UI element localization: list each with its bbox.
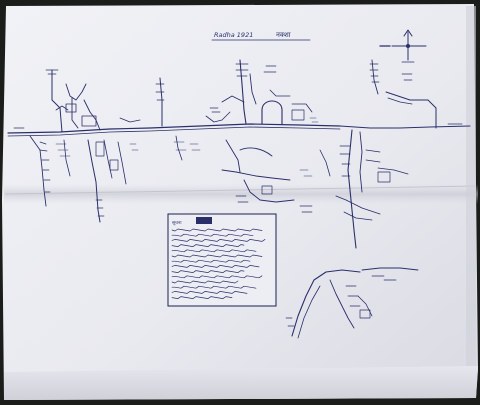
map-title-devanagari: नक्शा xyxy=(276,31,291,39)
legend-line xyxy=(171,275,263,279)
fold-crease xyxy=(5,185,477,195)
south-road xyxy=(285,267,419,339)
north-spur-road xyxy=(155,77,187,161)
right-settlement xyxy=(299,59,437,249)
legend-line xyxy=(171,291,248,294)
central-settlement xyxy=(205,59,313,203)
legend-line xyxy=(171,254,263,258)
left-settlement xyxy=(29,69,141,223)
legend-line xyxy=(171,265,260,268)
legend-line xyxy=(171,259,251,263)
arch-gate-icon xyxy=(261,100,283,125)
north-arrow-icon xyxy=(379,29,427,63)
paper-lower-edge xyxy=(4,366,478,400)
map-annotations xyxy=(13,117,463,177)
main-road xyxy=(7,123,471,137)
legend-line xyxy=(171,280,239,284)
legend-line xyxy=(171,249,257,253)
legend-line xyxy=(171,270,245,273)
legend-line xyxy=(171,228,263,232)
legend-line xyxy=(171,239,266,242)
legend-header-block xyxy=(196,217,212,224)
map-title: Radha 1921 नक्शा xyxy=(211,31,311,41)
legend-line xyxy=(171,285,257,289)
map-title-latin: Radha 1921 xyxy=(214,31,253,39)
legend-header: सूचना xyxy=(172,221,182,226)
legend-text-lines xyxy=(171,228,266,299)
legend-line xyxy=(171,296,233,299)
legend-line xyxy=(171,233,254,237)
paper-right-shadow xyxy=(466,6,476,366)
paper-fold xyxy=(4,184,478,204)
legend-box: सूचना xyxy=(167,213,277,307)
legend-line xyxy=(171,244,245,247)
